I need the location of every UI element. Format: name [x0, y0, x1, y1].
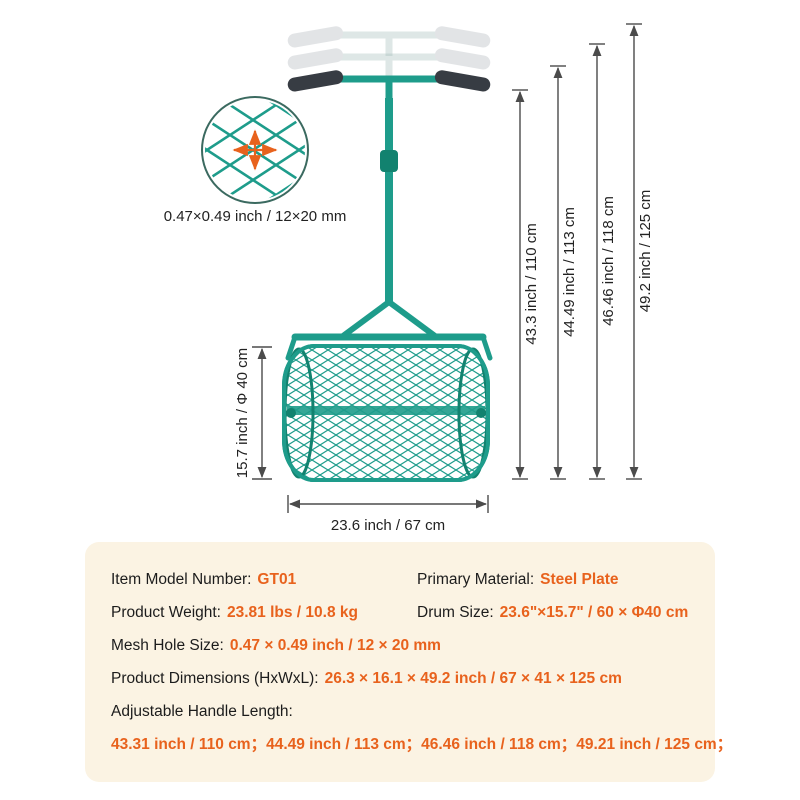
right-axle-hub [476, 408, 486, 418]
primary-material-value: Steel Plate [540, 570, 619, 588]
spec-row-mesh-hole: Mesh Hole Size: 0.47 × 0.49 inch / 12 × … [111, 636, 689, 655]
adjustable-handle-length-values: 43.31 inch / 110 cm；44.49 inch / 113 cm；… [111, 735, 733, 753]
spec-row-handle-length-values: 43.31 inch / 110 cm；44.49 inch / 113 cm；… [111, 735, 732, 754]
handle-position-ghost-top [287, 26, 491, 56]
spec-panel: Item Model Number: GT01 Primary Material… [85, 542, 732, 782]
product-weight-value: 23.81 lbs / 10.8 kg [227, 603, 358, 621]
drum-frame-arms [285, 334, 493, 361]
left-axle-hub [286, 408, 296, 418]
handle-height-label-3: 46.46 inch / 118 cm [600, 196, 617, 326]
drum-seam-band [287, 406, 485, 415]
item-model-value: GT01 [257, 570, 297, 588]
item-model-label: Item Model Number: [111, 570, 252, 588]
mesh-zoom-callout: 0.47×0.49 inch / 12×20 mm [164, 96, 347, 225]
spec-row-handle-length-label: Adjustable Handle Length: [111, 702, 689, 721]
mesh-hole-size-value: 0.47 × 0.49 inch / 12 × 20 mm [229, 636, 441, 654]
dimension-handle-height-3: 46.46 inch / 118 cm [589, 43, 617, 480]
handle-height-label-4: 49.2 inch / 125 cm [637, 190, 654, 313]
product-dimensions-label: Product Dimensions (HxWxL): [111, 669, 319, 687]
mesh-drum [282, 344, 490, 482]
drum-size-label: Drum Size: [417, 603, 494, 621]
primary-material-label: Primary Material: [417, 570, 535, 588]
height-adjuster-clamp [380, 150, 398, 172]
adjustable-handle-length-label: Adjustable Handle Length: [111, 702, 293, 720]
drum-size-value: 23.6"×15.7" / 60 × Φ40 cm [499, 603, 689, 621]
product-weight-label: Product Weight: [111, 603, 221, 621]
handle-height-label-1: 43.3 inch / 110 cm [523, 223, 540, 344]
dimension-handle-height-4: 49.2 inch / 125 cm [626, 23, 654, 480]
t-handle [287, 70, 491, 102]
drum-diameter-label: 15.7 inch / Φ 40 cm [234, 348, 251, 478]
handle-height-label-2: 44.49 inch / 113 cm [561, 207, 578, 337]
fork-bracket [340, 299, 438, 339]
product-dimensions-value: 26.3 × 16.1 × 49.2 inch / 67 × 41 × 125 … [324, 669, 622, 687]
left-grip [287, 70, 344, 92]
dimension-drum-width: 23.6 inch / 67 cm [287, 495, 489, 534]
dimension-drum-diameter: 15.7 inch / Φ 40 cm [234, 346, 272, 480]
spec-row-dimensions: Product Dimensions (HxWxL): 26.3 × 16.1 … [111, 669, 689, 688]
mesh-hole-size-label: Mesh Hole Size: [111, 636, 224, 654]
spreader-illustration: 0.47×0.49 inch / 12×20 mm 15.7 inch / Φ … [164, 23, 654, 534]
drum-width-label: 23.6 inch / 67 cm [331, 517, 445, 534]
spec-row-model-material: Item Model Number: GT01 Primary Material… [111, 570, 689, 589]
mesh-hole-dimension-label: 0.47×0.49 inch / 12×20 mm [164, 208, 347, 225]
dimension-handle-height-1: 43.3 inch / 110 cm [512, 89, 540, 480]
handle-pole [385, 98, 393, 304]
dimension-handle-height-2: 44.49 inch / 113 cm [550, 65, 578, 480]
right-grip [434, 70, 491, 92]
spec-row-weight-drumsize: Product Weight: 23.81 lbs / 10.8 kg Drum… [111, 603, 689, 622]
handle-position-ghost-mid [287, 48, 491, 78]
